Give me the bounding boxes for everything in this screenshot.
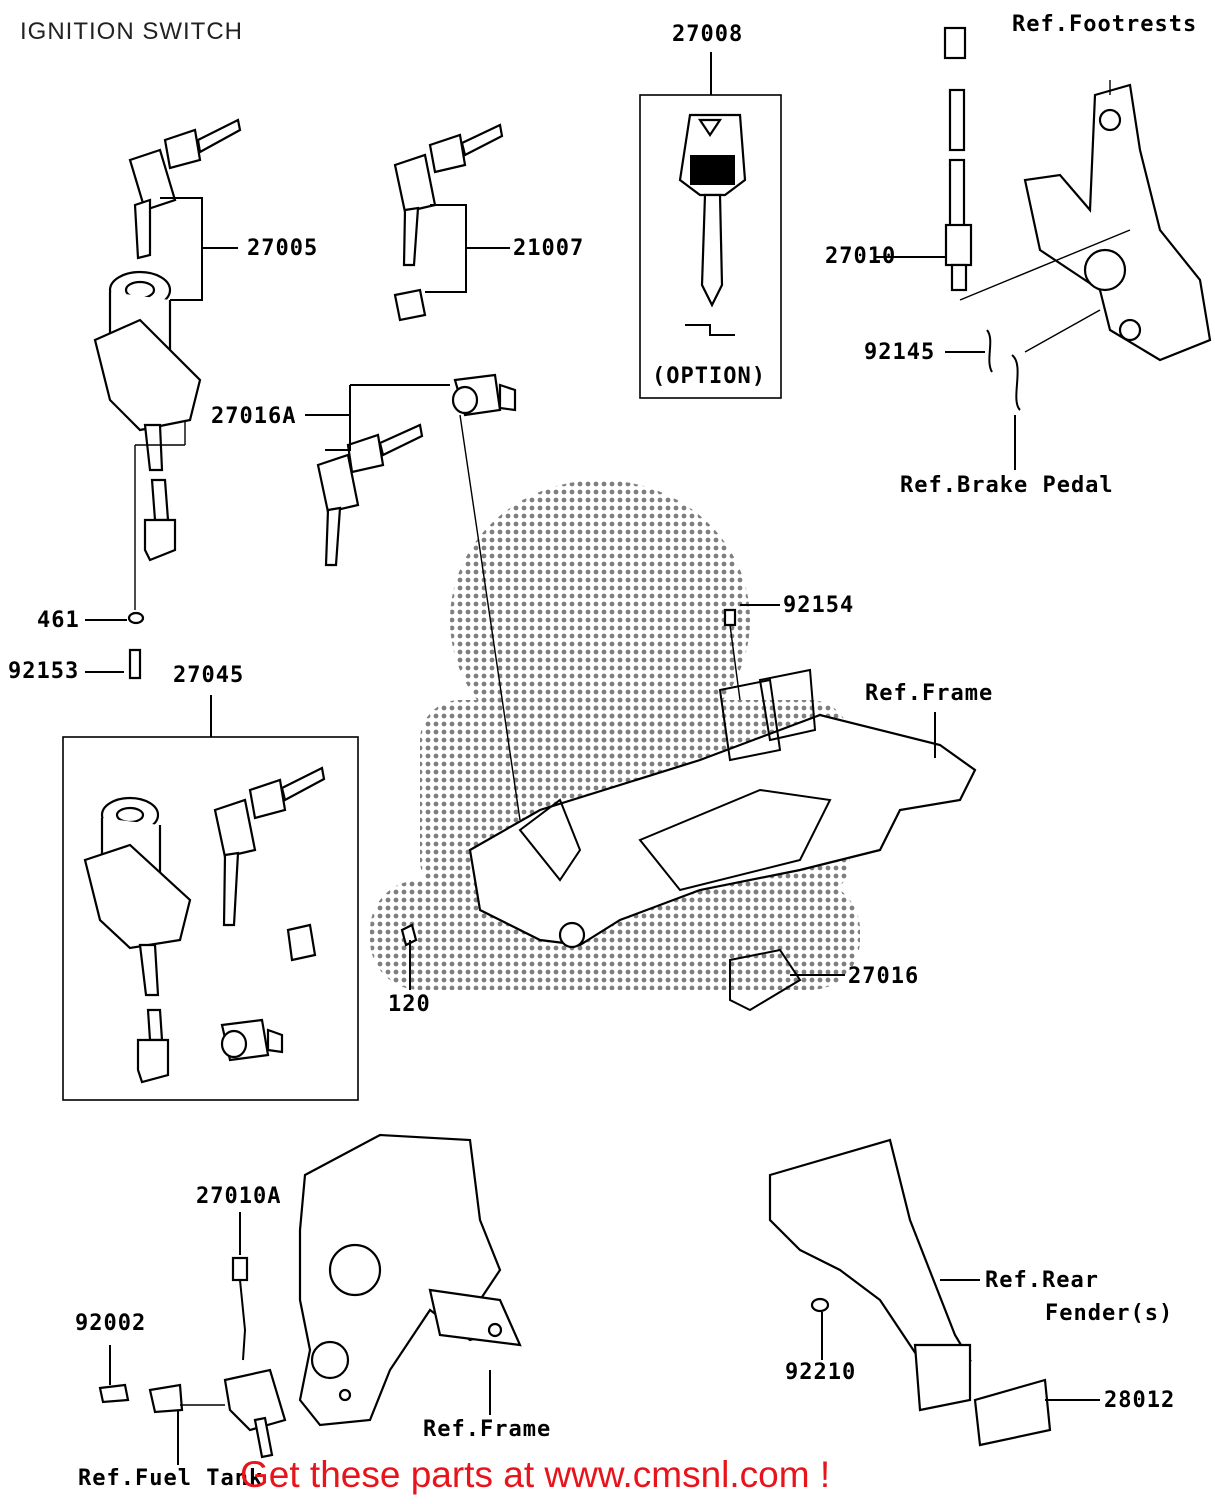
frame-bracket — [298, 1133, 522, 1427]
part-label-92002: 92002 — [75, 1311, 147, 1336]
ref-label-frame-bottom: Ref.Frame — [423, 1417, 552, 1442]
part-label-92153: 92153 — [8, 659, 80, 684]
leader-lines — [85, 52, 1131, 1465]
part-label-27010A: 27010A — [196, 1184, 282, 1209]
part-label-27016A: 27016A — [211, 404, 297, 429]
part-label-120: 120 — [388, 992, 431, 1017]
part-label-461: 461 — [37, 608, 80, 633]
part-label-27045: 27045 — [173, 663, 245, 688]
part-label-27008: 27008 — [672, 22, 744, 47]
seat-frame — [400, 608, 977, 1012]
ref-label-footrests: Ref.Footrests — [1012, 12, 1198, 37]
part-label-27010: 27010 — [825, 244, 897, 269]
ref-label-brake-pedal: Ref.Brake Pedal — [900, 473, 1114, 498]
page-title: IGNITION SWITCH — [20, 18, 243, 45]
part-label-28012: 28012 — [1104, 1388, 1176, 1413]
part-label-92154: 92154 — [783, 593, 855, 618]
ref-label-fuel-tank: Ref.Fuel Tank — [78, 1466, 264, 1491]
key-set-21007 — [393, 123, 504, 322]
option-label: (OPTION) — [652, 364, 766, 389]
key-27008-box — [639, 94, 782, 399]
part-label-92210: 92210 — [785, 1360, 857, 1385]
footrest-bracket — [1023, 83, 1212, 362]
promo-banner-link[interactable]: Get these parts at www.cmsnl.com ! — [240, 1454, 831, 1495]
part-label-21007: 21007 — [513, 236, 585, 261]
switch-27010A — [98, 1256, 287, 1459]
part-label-27016: 27016 — [848, 964, 920, 989]
kit-27045-box — [62, 736, 359, 1101]
part-label-27005: 27005 — [247, 236, 319, 261]
rear-fender — [768, 1138, 1052, 1447]
lock-set-27016A — [316, 373, 521, 821]
fender-label: Fender(s) — [1045, 1301, 1174, 1326]
part-label-92145: 92145 — [864, 340, 936, 365]
ref-label-frame-top: Ref.Frame — [865, 681, 994, 706]
switch-27010 — [943, 26, 1021, 411]
key-set-27005 — [93, 118, 242, 680]
ref-label-rear: Ref.Rear — [985, 1268, 1099, 1293]
